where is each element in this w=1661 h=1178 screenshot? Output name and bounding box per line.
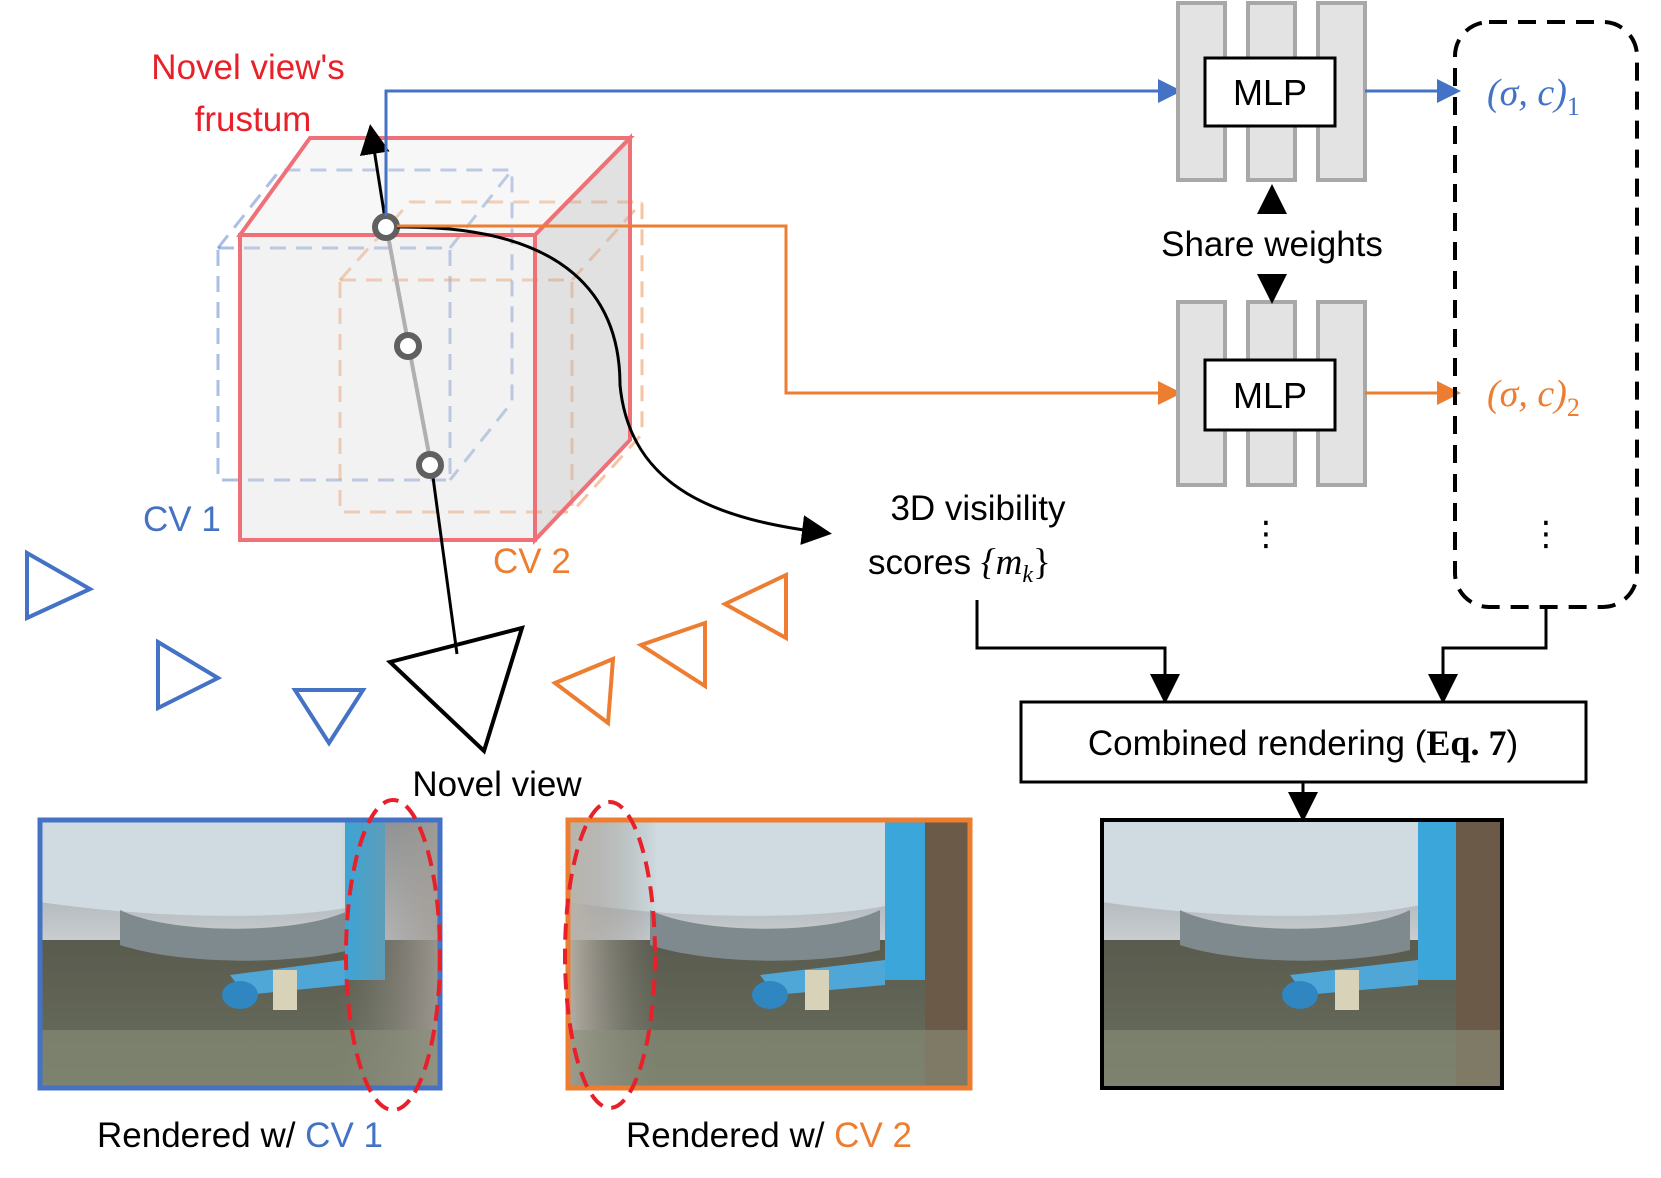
cv2-camera-3 <box>720 571 788 642</box>
caption-cv2: Rendered w/ CV 2 <box>626 1116 912 1155</box>
visibility-label-line1: 3D visibility <box>890 489 1066 528</box>
novel-frustum-cube <box>236 133 635 546</box>
cv1-cameras <box>25 549 367 747</box>
output-2: (σ, c)2 <box>1487 373 1580 422</box>
outputs-to-combined-line <box>1428 607 1548 704</box>
rendered-image-combined <box>1100 818 1504 1090</box>
sample-point-2 <box>394 332 422 360</box>
visibility-curve-arrow <box>396 225 832 545</box>
cv2-artifact-highlight <box>563 800 657 1110</box>
rendered-image-cv1 <box>37 817 443 1091</box>
cv2-camera-2 <box>636 620 707 690</box>
cv1-flow-line <box>384 79 1182 216</box>
visibility-to-combined-line <box>975 600 1180 704</box>
ray-line-lower <box>430 469 459 655</box>
caption-cv1: Rendered w/ CV 1 <box>97 1116 383 1155</box>
cv2-label: CV 2 <box>493 542 571 581</box>
cv1-artifact-highlight <box>344 798 442 1112</box>
mlp-top-label: MLP <box>1233 72 1307 113</box>
combined-rendering-label: Combined rendering (Eq. 7) <box>1088 723 1518 763</box>
mlp-ellipsis: ⋮ <box>1249 515 1283 553</box>
novel-view-label: Novel view <box>412 765 582 804</box>
cv2-cameras <box>551 571 788 727</box>
cv1-volume <box>216 168 514 482</box>
cv1-label: CV 1 <box>143 500 221 539</box>
cv1-camera-2 <box>156 638 223 712</box>
sample-point-1 <box>372 213 400 241</box>
mlp-bottom-block: MLP <box>1176 300 1367 487</box>
cv2-camera-1 <box>551 655 616 727</box>
output-1: (σ, c)1 <box>1487 72 1580 121</box>
cv1-camera-1 <box>25 549 95 622</box>
output-ellipsis: ⋮ <box>1529 515 1563 553</box>
frustum-label-line1: Novel view's <box>151 48 344 87</box>
novel-view-camera <box>385 625 525 755</box>
share-weights-label: Share weights <box>1161 225 1383 264</box>
cv1-camera-3 <box>291 688 367 747</box>
combined-rendering-box <box>1019 700 1588 784</box>
cv2-flow-line <box>397 224 1182 405</box>
frustum-label-line2: frustum <box>195 100 312 139</box>
mlp-bottom-label: MLP <box>1233 375 1307 416</box>
mlp-top-block: MLP <box>1176 1 1367 182</box>
rendered-image-cv2 <box>565 817 973 1091</box>
sample-point-3 <box>416 451 444 479</box>
ray-arrow-up <box>359 124 390 226</box>
visibility-label-line2: scores {mk} <box>868 542 1051 588</box>
